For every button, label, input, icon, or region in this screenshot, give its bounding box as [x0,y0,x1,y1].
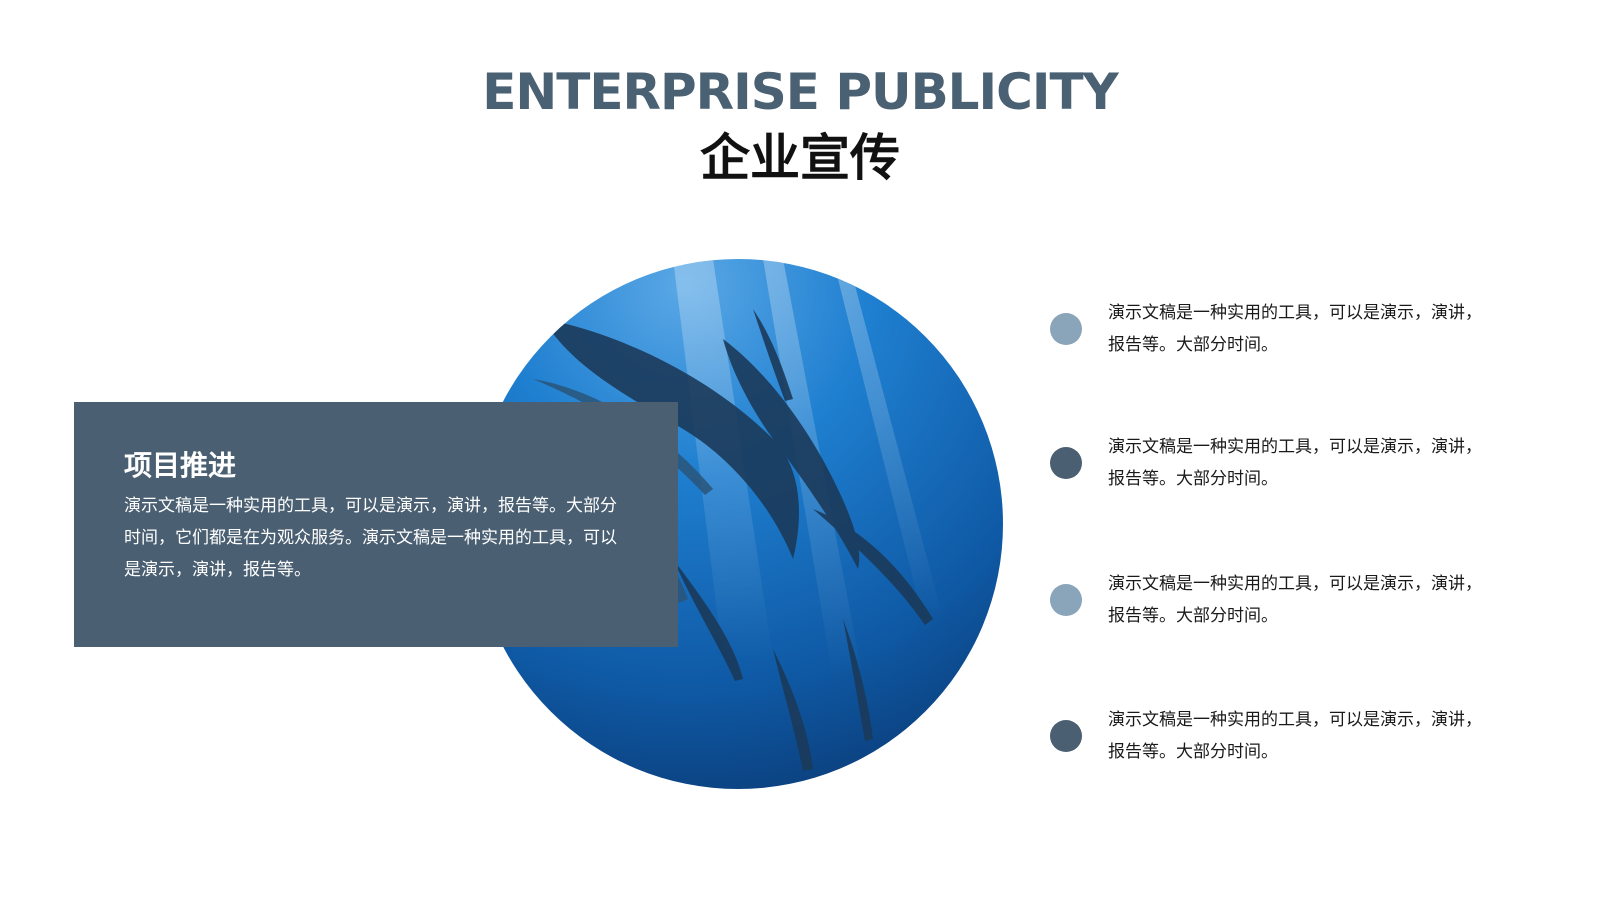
bullet-dot-icon [1050,720,1082,752]
title-chinese: 企业宣传 [700,129,900,187]
bullet-text: 演示文稿是一种实用的工具，可以是演示，演讲，报告等。大部分时间。 [1108,574,1482,626]
bullet-dot-icon [1050,313,1082,345]
bullet-item: 演示文稿是一种实用的工具，可以是演示，演讲，报告等。大部分时间。 [1050,568,1490,638]
bullet-item: 演示文稿是一种实用的工具，可以是演示，演讲，报告等。大部分时间。 [1050,704,1490,774]
project-info-box: 项目推进 演示文稿是一种实用的工具，可以是演示，演讲，报告等。大部分时间，它们都… [74,402,678,647]
bullet-dot-icon [1050,584,1082,616]
info-title: 项目推进 [124,449,237,482]
bullet-text: 演示文稿是一种实用的工具，可以是演示，演讲，报告等。大部分时间。 [1108,303,1482,355]
dolphin-photo [473,259,1003,789]
bullet-text: 演示文稿是一种实用的工具，可以是演示，演讲，报告等。大部分时间。 [1108,437,1482,489]
info-text: 演示文稿是一种实用的工具，可以是演示，演讲，报告等。大部分时间，它们都是在为观众… [124,496,617,580]
bullet-dot-icon [1050,447,1082,479]
title-english: ENTERPRISE PUBLICITY [482,63,1119,121]
bullet-item: 演示文稿是一种实用的工具，可以是演示，演讲，报告等。大部分时间。 [1050,431,1490,501]
bullet-item: 演示文稿是一种实用的工具，可以是演示，演讲，报告等。大部分时间。 [1050,297,1490,367]
bullet-text: 演示文稿是一种实用的工具，可以是演示，演讲，报告等。大部分时间。 [1108,710,1482,762]
